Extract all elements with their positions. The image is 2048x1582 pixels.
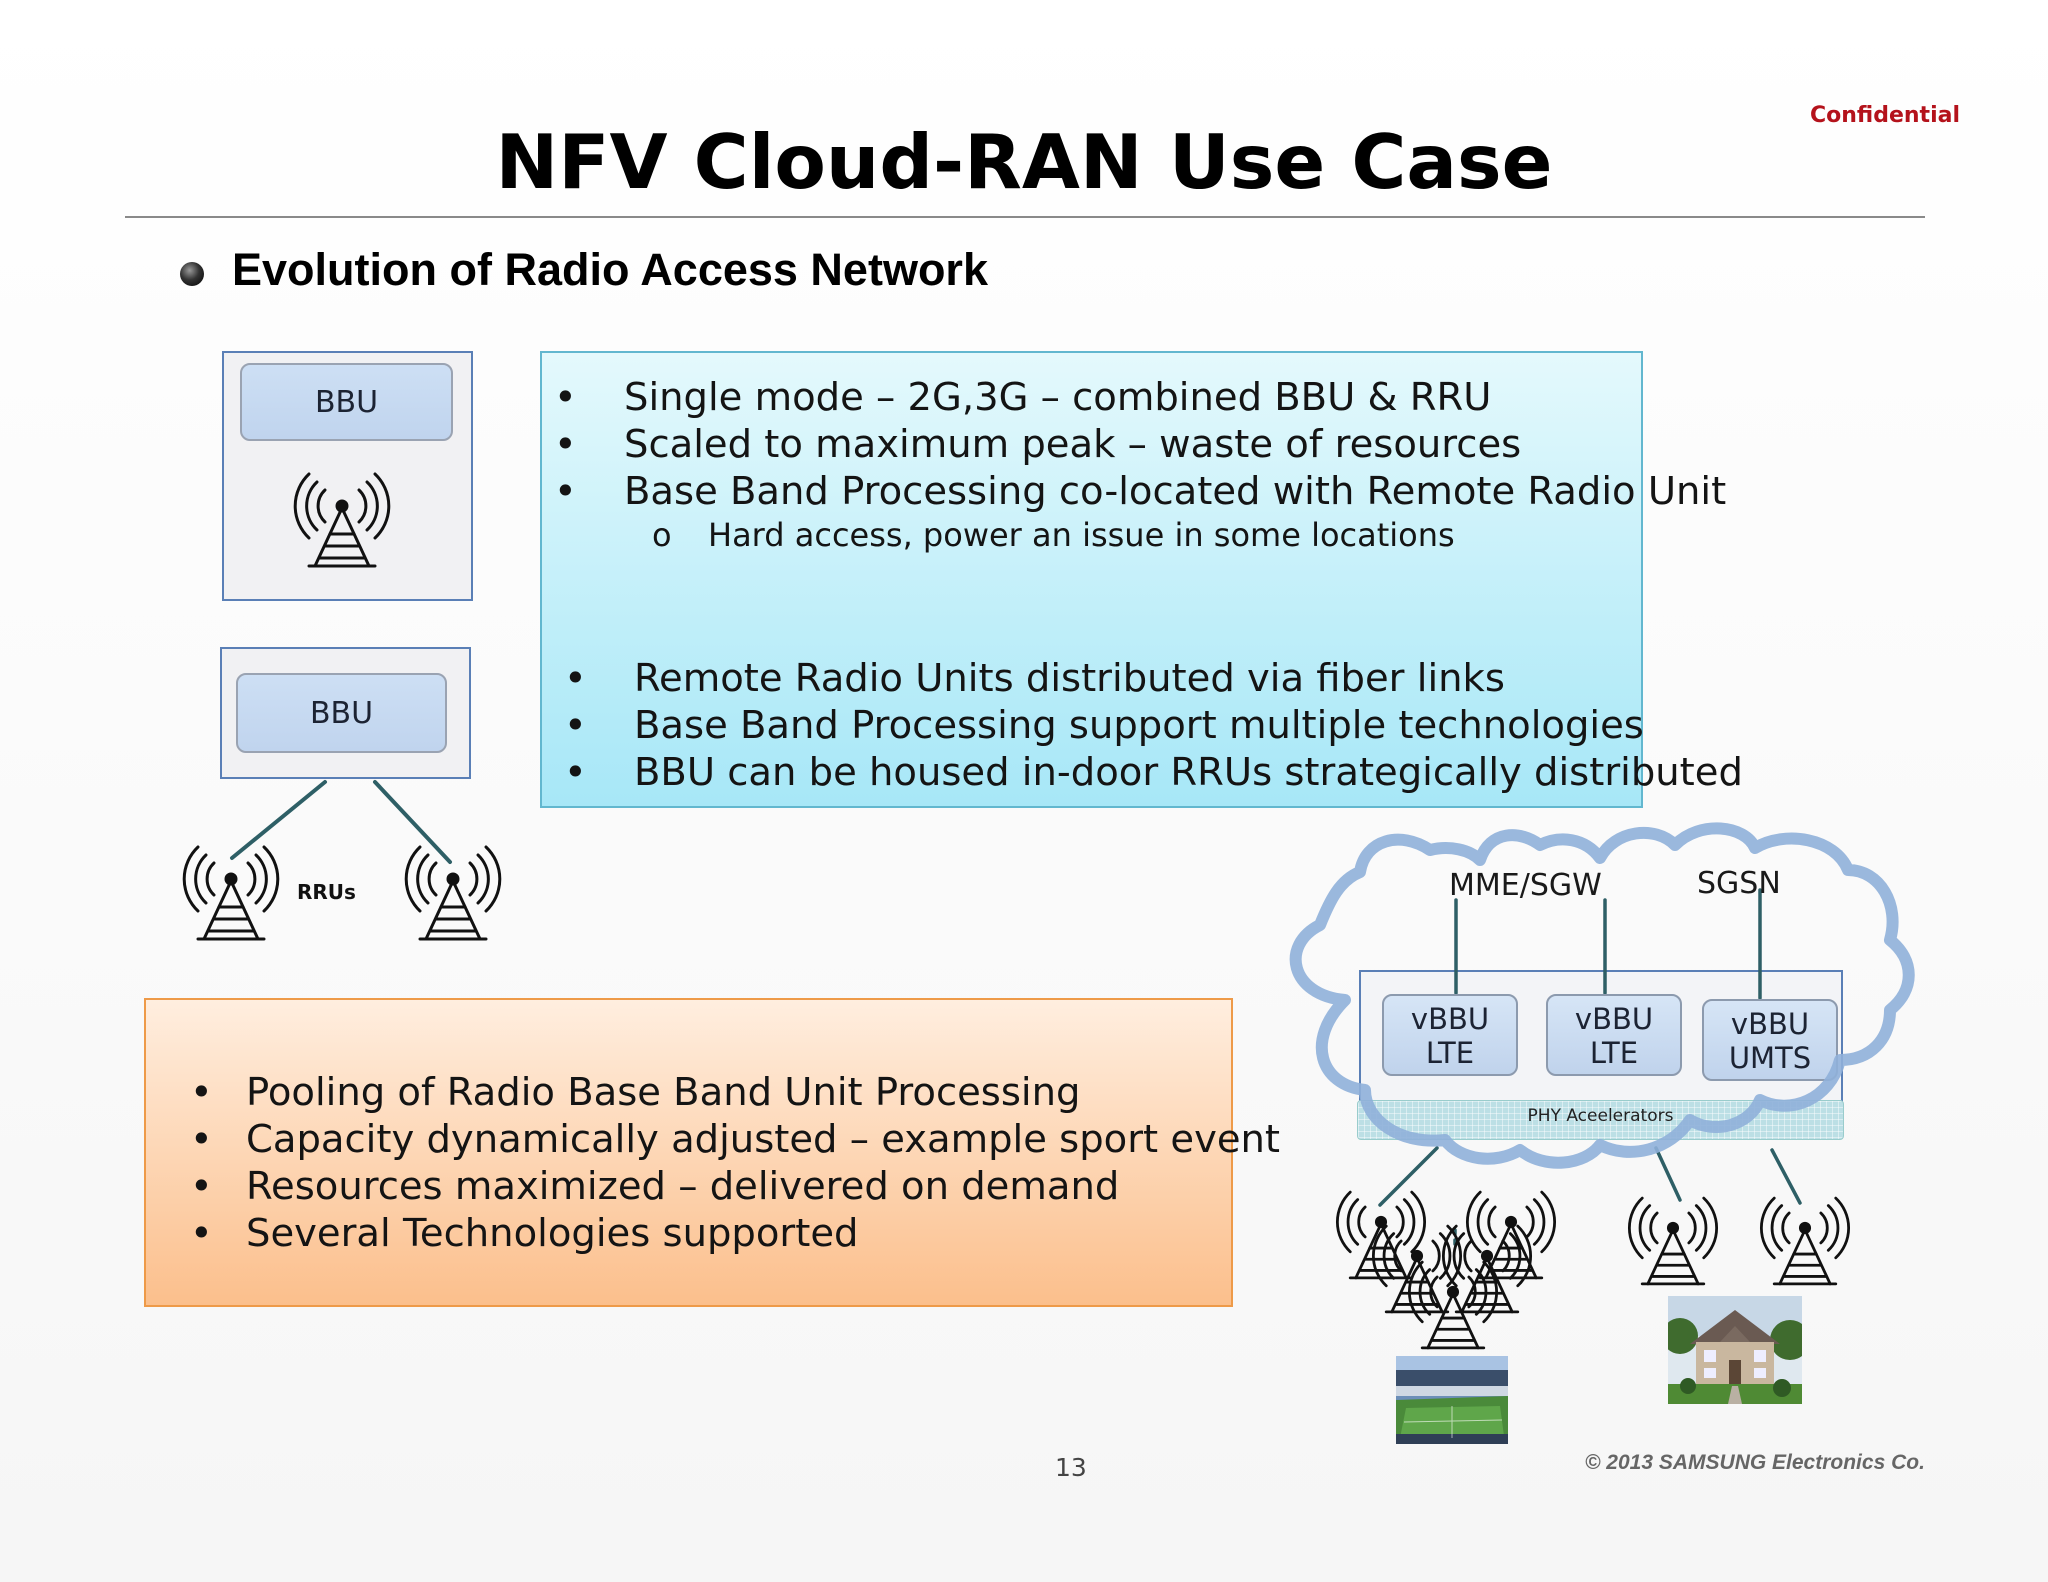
copyright-notice: © 2013 SAMSUNG Electronics Co.	[1585, 1451, 1925, 1474]
house-image	[1668, 1296, 1802, 1404]
bullet-text: Scaled to maximum peak – waste of resour…	[624, 422, 1522, 467]
bullet-text: Capacity dynamically adjusted – example …	[246, 1117, 1281, 1162]
bullet-text: Base Band Processing support multiple te…	[634, 703, 1644, 748]
vbbu-unit-name: vBBU	[1730, 1007, 1810, 1041]
vbbu-unit-name: vBBU	[1410, 1002, 1490, 1036]
bullet-dot: •	[564, 750, 587, 795]
title-divider	[125, 216, 1925, 218]
bullet-dot: •	[190, 1211, 213, 1256]
confidential-label: Confidential	[1810, 103, 1961, 128]
bullet-text: Resources maximized – delivered on deman…	[246, 1164, 1120, 1209]
traditional-site-panel: BBU	[222, 351, 473, 601]
bbu-bottom-label: BBU	[309, 695, 374, 731]
mme-sgw-label: MME/SGW	[1449, 868, 1602, 903]
section-bullet-icon	[180, 262, 204, 286]
distributed-site-panel: BBU	[220, 647, 471, 779]
section-heading: Evolution of Radio Access Network	[232, 244, 988, 295]
bullet-dot: •	[564, 656, 587, 701]
phy-accelerators-label: PHY Aceelerators	[1527, 1106, 1674, 1126]
tower-icon	[1628, 1196, 1718, 1286]
slide-title: NFV Cloud-RAN Use Case	[495, 118, 1553, 206]
bullet-text: Base Band Processing co-located with Rem…	[624, 469, 1727, 514]
vbbu-lte-unit: vBBU LTE	[1546, 994, 1682, 1076]
vbbu-unit-tech: LTE	[1589, 1036, 1639, 1070]
sub-bullet-text: Hard access, power an issue in some loca…	[708, 516, 1455, 554]
tower-icon	[1442, 1224, 1532, 1314]
bullet-text: Remote Radio Units distributed via fiber…	[634, 656, 1505, 701]
vbbu-unit-tech: UMTS	[1728, 1041, 1812, 1075]
ran-evolution-box: • Single mode – 2G,3G – combined BBU & R…	[540, 351, 1743, 808]
bullet-dot: •	[190, 1117, 213, 1162]
tower-icon	[1336, 1190, 1426, 1280]
vbbu-lte-unit: vBBU LTE	[1382, 994, 1518, 1076]
bullet-dot: •	[190, 1164, 213, 1209]
bullet-dot: •	[564, 703, 587, 748]
bullet-dot: •	[554, 469, 577, 514]
bbu-top-box: BBU	[240, 363, 453, 441]
tower-icon	[1760, 1196, 1850, 1286]
bullet-dot: •	[554, 422, 577, 467]
bullet-dot: •	[554, 375, 577, 420]
rrus-label: RRUs	[297, 880, 356, 904]
rru-tower-icon	[182, 845, 280, 941]
bbu-bottom-box: BBU	[236, 673, 447, 753]
bullet-dot: •	[190, 1070, 213, 1115]
vbbu-unit-name: vBBU	[1574, 1002, 1654, 1036]
page-number: 13	[1055, 1453, 1087, 1482]
tower-icon	[1408, 1260, 1498, 1350]
tower-icon	[1466, 1190, 1556, 1280]
stadium-image	[1396, 1356, 1508, 1444]
bullet-text: Several Technologies supported	[246, 1211, 859, 1256]
vbbu-umts-unit: vBBU UMTS	[1702, 999, 1838, 1081]
bullet-text: Single mode – 2G,3G – combined BBU & RRU	[624, 375, 1492, 420]
tower-icon	[293, 472, 391, 568]
rru-tower-icon	[404, 845, 502, 941]
cloud-ran-benefits-box: • Pooling of Radio Base Band Unit Proces…	[144, 998, 1280, 1307]
bullet-text: BBU can be housed in-door RRUs strategic…	[634, 750, 1743, 795]
sgsn-label: SGSN	[1697, 866, 1781, 901]
bbu-top-label: BBU	[314, 384, 379, 420]
sub-bullet-dot: o	[652, 516, 672, 554]
vbbu-unit-tech: LTE	[1425, 1036, 1475, 1070]
bullet-text: Pooling of Radio Base Band Unit Processi…	[246, 1070, 1081, 1115]
